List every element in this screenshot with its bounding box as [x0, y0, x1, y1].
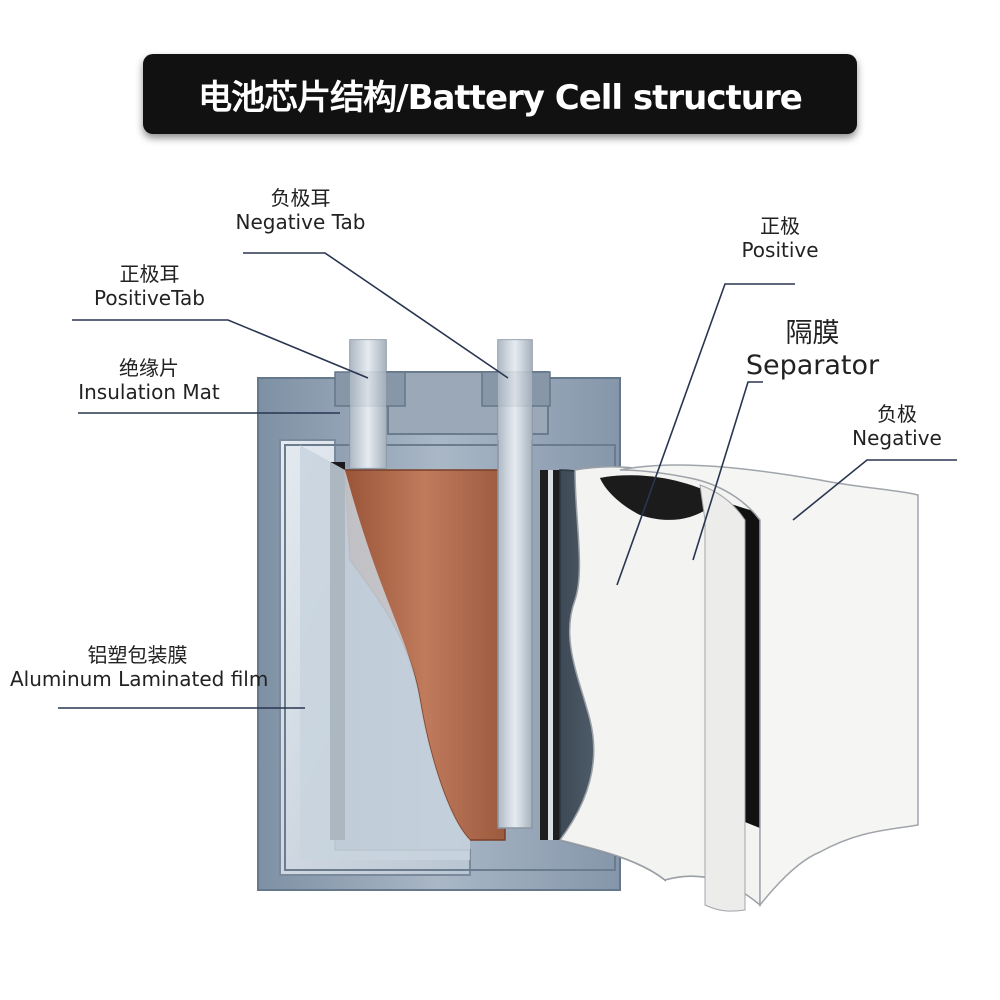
title-banner: 电池芯片结构/Battery Cell structure — [143, 54, 857, 134]
label-positive: 正极 Positive — [728, 214, 832, 262]
label-separator-en: Separator — [745, 350, 880, 382]
label-negative: 负极 Negative — [842, 402, 952, 450]
label-aluminum-film: 铝塑包装膜 Aluminum Laminated film — [10, 643, 269, 691]
outer-separator-sheet — [619, 464, 919, 908]
label-positive-tab-en: PositiveTab — [94, 286, 205, 310]
negative-tab-front — [498, 340, 532, 440]
label-positive-en: Positive — [741, 238, 819, 262]
label-insulation-mat: 绝缘片 Insulation Mat — [65, 356, 233, 404]
leader-separator — [692, 381, 763, 561]
label-positive-zh: 正极 — [760, 214, 800, 238]
label-separator-zh: 隔膜 — [785, 318, 840, 349]
leader-positive-tab — [72, 319, 369, 379]
leader-positive — [616, 283, 795, 586]
label-aluminum-film-en: Aluminum Laminated film — [10, 667, 269, 691]
page-title: 电池芯片结构/Battery Cell structure — [198, 77, 803, 118]
label-positive-tab: 正极耳 PositiveTab — [82, 262, 217, 310]
negative-sheet-curl — [600, 475, 720, 520]
label-negative-tab-en: Negative Tab — [235, 210, 366, 234]
leader-negative-tab — [243, 252, 509, 379]
label-separator: 隔膜 Separator — [740, 318, 885, 383]
label-insulation-mat-en: Insulation Mat — [78, 380, 220, 404]
label-insulation-mat-zh: 绝缘片 — [119, 356, 179, 380]
cell-right-edge — [548, 470, 553, 840]
label-negative-tab: 负极耳 Negative Tab — [218, 186, 383, 234]
label-negative-zh: 负极 — [877, 402, 917, 426]
label-positive-tab-zh: 正极耳 — [119, 262, 180, 286]
positive-tab-front — [350, 340, 386, 468]
leader-negative — [792, 459, 957, 521]
label-aluminum-film-zh: 铝塑包装膜 — [87, 643, 188, 667]
outer-sheet-front — [699, 484, 746, 912]
pouch-fold-light — [300, 445, 470, 860]
label-negative-tab-zh: 负极耳 — [270, 186, 331, 210]
leader-lines — [58, 252, 957, 709]
label-negative-en: Negative — [852, 426, 942, 450]
